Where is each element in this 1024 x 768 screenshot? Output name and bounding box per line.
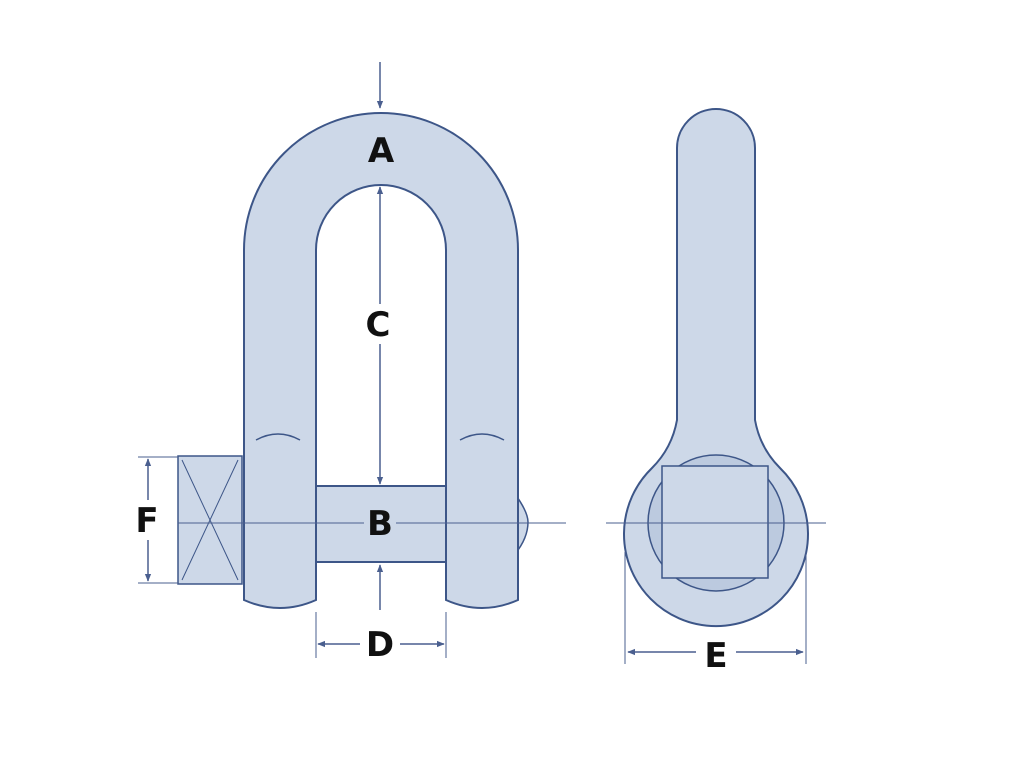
dimension-f: F (135, 456, 178, 584)
shackle-body (243, 112, 519, 609)
label-f: F (135, 501, 158, 541)
label-a: A (368, 131, 395, 171)
label-d: D (366, 625, 394, 665)
side-pin-block (661, 465, 769, 579)
dimension-b: B (364, 504, 396, 610)
dimension-a: A (368, 62, 395, 171)
label-b-backing (364, 506, 396, 542)
label-b: B (367, 504, 393, 544)
dimension-e: E (624, 552, 807, 676)
leg-shading-left (255, 433, 301, 441)
label-c: C (366, 305, 391, 345)
shackle-side-view (606, 108, 826, 628)
shackle-front-view (177, 112, 566, 609)
label-e: E (704, 636, 727, 676)
dimension-c: C (366, 186, 391, 485)
dimension-d: D (315, 612, 447, 665)
leg-shading-right (459, 433, 505, 441)
pin-thread-cross-2 (181, 459, 239, 581)
